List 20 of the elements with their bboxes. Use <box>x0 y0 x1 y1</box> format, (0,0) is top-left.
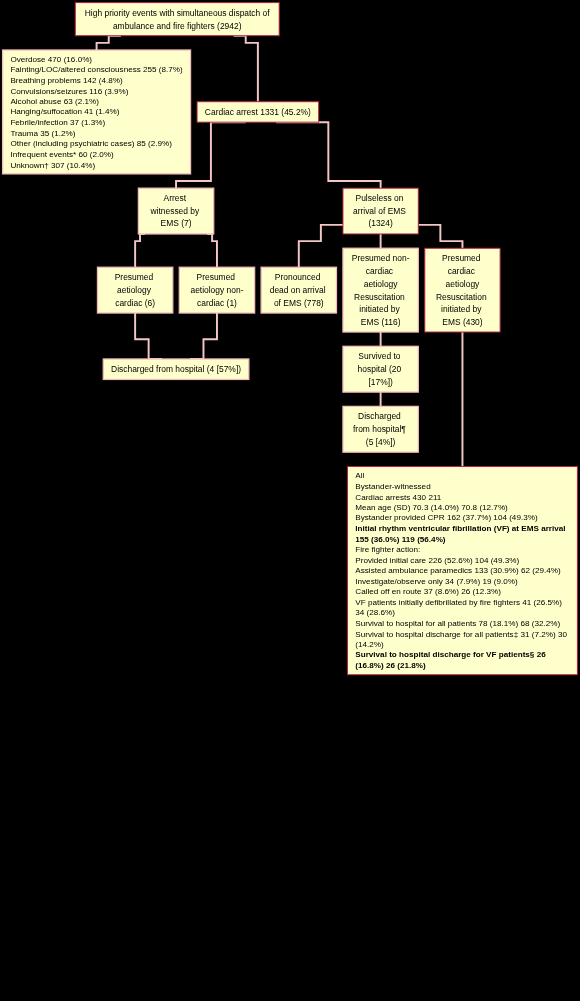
node-box: Overdose 470 (16.0%) Fainting/LOC/altered consciousness 255 (8.7%) Breathing problems 142 (4.8%) Convulsions/seizures 116 (3.9%) Alcohol abuse 63 (2.1%) Hanging/suffocation 41 (1.4%) Febrile/infection 37 (1.3%) Trauma 35 (1.2%) Other (including psychiatric cases) 85 (2.9%) Infrequent events* 60 (2.0%) Unknown† 307 (10.4%) <box>1 49 192 175</box>
node-box: Survived to hospital (20 [17%]) <box>342 345 419 393</box>
connector <box>417 223 464 250</box>
node-box: Discharged from hospital (4 [57%]) <box>102 358 250 381</box>
connector <box>461 331 464 468</box>
node-box: Cardiac arrest 1331 (45.2%) <box>196 101 320 123</box>
node-box: Presumed aetiology cardiac (6) <box>96 266 174 314</box>
node-box: Presumed aetiology non-cardiac (1) <box>178 266 256 314</box>
connector <box>379 331 382 348</box>
connector <box>297 223 344 269</box>
node-box: Pulseless on arrival of EMS (1324) <box>342 187 419 235</box>
node-box: Discharged from hospital¶ (5 [4%]) <box>342 405 419 453</box>
node-box: High priority events with simultaneous dispatch of ambulance and fire fighters (2942) <box>74 2 280 37</box>
node-box: Arrest witnessed by EMS (7) <box>137 187 215 235</box>
connector <box>379 233 382 250</box>
node-box: All Bystander-witnessed Cardiac arrests 430 211 Mean age (SD) 70.3 (14.0%) 70.8 (12.7%) Bystander provided CPR 162 (37.7%) 104 (49.3%) Initial rhythm ventricular fibrillation (VF) at EMS arrival 155 (36.0%) 119 (56.4%) Fire fighter action: Provided initial care 226 (52.6%) 104 (49.3%) Assisted ambulance paramedics 133 (30.9%) 62 (29.4%) Investigate/observe only 34 (7.9%) 19 (9.0%) Called off en route 37 (8.6%) 26 (12.3%) VF patients initially defibrillated by fire fighters 41 (26.5%) 34 (28.6%) Survival to hospital for all patients 78 (18.1%) 68 (32.2%) Survival to hospital discharge for all patients‡ 31 (7.2%) 30 (14.2%) Survival to hospital discharge for VF patients§ 26 (16.8%) 26 (21.8%) <box>347 465 578 676</box>
node-box: Presumed non-cardiac aetiology Resuscitation initiated by EMS (116) <box>342 247 419 333</box>
node-box: Presumed cardiac aetiology Resuscitation initiated by EMS (430) <box>424 247 501 333</box>
connector <box>379 391 382 408</box>
node-box: Pronounced dead on arrival of EMS (778) <box>260 266 338 314</box>
